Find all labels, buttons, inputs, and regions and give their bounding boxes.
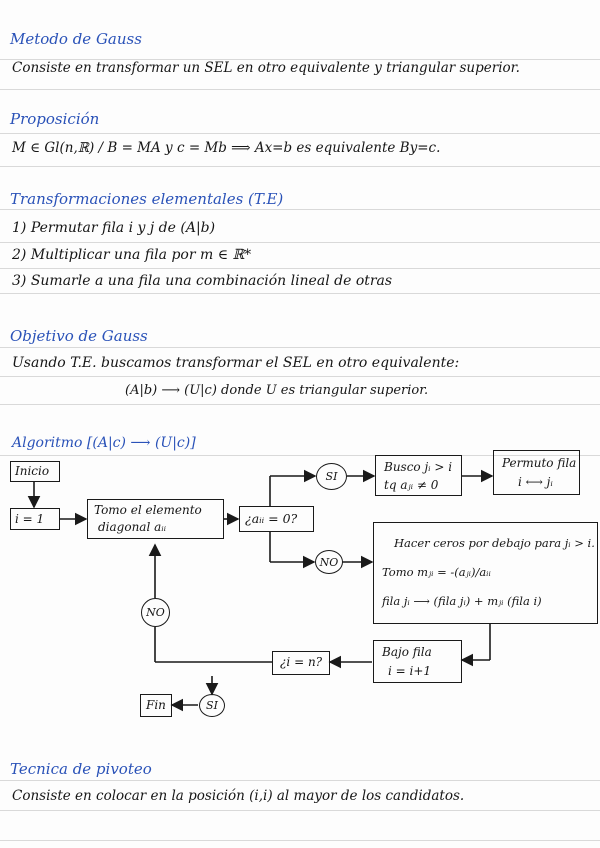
te-title: Transformaciones elementales (T.E): [10, 190, 284, 208]
page-title: Metodo de Gauss: [10, 30, 142, 48]
condition-box: ¿aᵢᵢ = 0?: [239, 506, 314, 532]
take-diagonal-box: Tomo el elemento diagonal aᵢᵢ: [87, 499, 224, 539]
start-box: Inicio: [10, 461, 60, 482]
yes-circle-top: SI: [316, 463, 347, 490]
search-box: Busco jᵢ > i tq aⱼᵢ ≠ 0: [375, 455, 462, 496]
last-row-condition-box: ¿i = n?: [272, 651, 330, 675]
pivoting-text: Consiste en colocar en la posición (i,i)…: [12, 788, 465, 804]
te-item-3: 3) Sumarle a una fila una combinación li…: [12, 273, 393, 289]
swap-box: Permuto fila i ⟷ jᵢ: [493, 450, 580, 495]
yes-circle-bottom: SI: [199, 694, 225, 717]
next-row-box: Bajo fila i = i+1: [373, 640, 462, 683]
objective-title: Objetivo de Gauss: [10, 327, 148, 345]
end-box: Fin: [140, 694, 172, 717]
objective-formula: (A|b) ⟶ (U|c) donde U es triangular supe…: [125, 383, 429, 398]
pivoting-title: Tecnica de pivoteo: [10, 760, 152, 778]
zeroing-box: Hacer ceros por debajo para jᵢ > i. Tomo…: [373, 522, 598, 624]
no-circle-mid: NO: [315, 550, 343, 574]
init-box: i = 1: [10, 508, 60, 530]
te-item-2: 2) Multiplicar una fila por m ∈ ℝ*: [12, 247, 252, 263]
intro-text: Consiste en transformar un SEL en otro e…: [12, 60, 520, 76]
proposition-text: M ∈ Gl(n,ℝ) / B = MA y c = Mb ⟹ Ax=b es …: [12, 140, 441, 156]
proposition-title: Proposición: [10, 110, 100, 128]
algorithm-title: Algoritmo [(A|c) ⟶ (U|c)]: [12, 435, 196, 451]
no-circle-left: NO: [141, 598, 170, 627]
te-item-1: 1) Permutar fila i y j de (A|b): [12, 220, 216, 236]
objective-text: Usando T.E. buscamos transformar el SEL …: [12, 355, 460, 371]
